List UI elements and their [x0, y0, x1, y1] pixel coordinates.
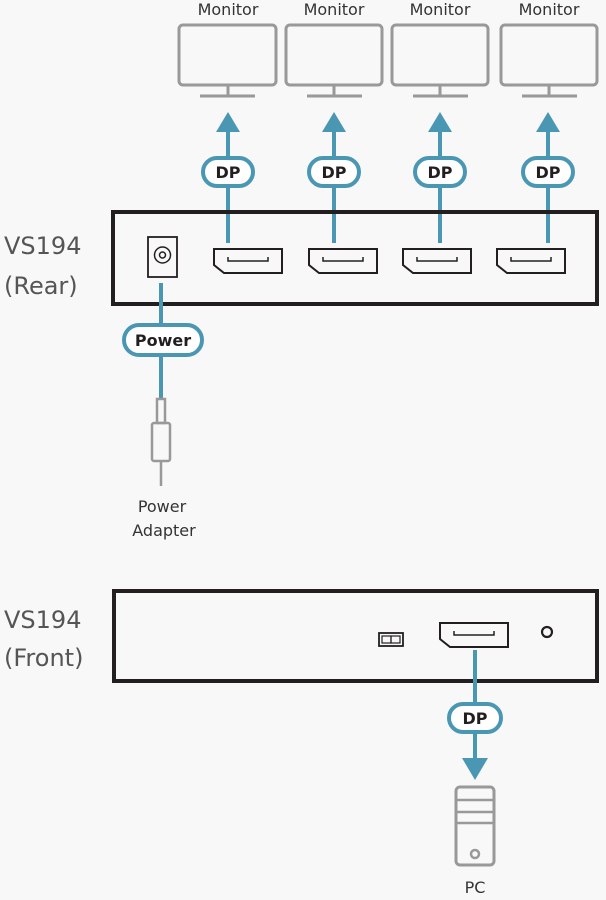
power-adapter-label: Power	[138, 497, 187, 516]
monitor-1: Monitor	[177, 0, 278, 98]
rear-unit-side: (Rear)	[4, 272, 78, 300]
displayport-out-icon	[308, 248, 378, 274]
monitor-2: Monitor	[284, 0, 384, 98]
power-badge	[122, 323, 204, 357]
dp-badge-label: DP	[462, 709, 487, 728]
monitor-label: Monitor	[519, 0, 580, 19]
monitor-4: Monitor	[499, 0, 599, 98]
rear-unit-title: VS194 (Rear)	[4, 232, 81, 300]
power-cable: Power Power Adapter	[122, 283, 204, 540]
front-unit-side: (Front)	[4, 644, 83, 672]
dp-badge-label: DP	[215, 163, 240, 182]
arrow-up-icon	[428, 112, 452, 132]
rear-unit-panel	[111, 210, 599, 306]
arrow-up-icon	[322, 112, 346, 132]
led-indicator-icon	[540, 625, 554, 639]
monitor-icon	[177, 23, 278, 98]
front-unit-title: VS194 (Front)	[4, 606, 83, 672]
displayport-in-icon	[439, 622, 509, 648]
power-badge-label: Power	[135, 331, 191, 350]
dp-cable-1: DP	[201, 112, 255, 243]
dp-cable-4: DP	[521, 112, 575, 243]
arrow-down-icon	[462, 758, 488, 780]
monitor-icon	[499, 23, 599, 98]
dp-cable-3: DP	[413, 112, 467, 243]
dp-badge-label: DP	[427, 163, 452, 182]
front-unit-panel	[112, 589, 599, 683]
dp-cable-2: DP	[307, 112, 361, 243]
monitor-icon	[284, 23, 384, 98]
arrow-up-icon	[536, 112, 560, 132]
monitor-label: Monitor	[198, 0, 259, 19]
dp-badge	[307, 156, 361, 188]
power-adapter-icon	[150, 397, 172, 486]
power-adapter-label: Adapter	[132, 521, 196, 540]
dp-badge-label: DP	[321, 163, 346, 182]
front-unit-model: VS194	[4, 606, 81, 634]
pc-label: PC	[465, 878, 486, 897]
power-jack-icon	[147, 236, 178, 278]
arrow-up-icon	[216, 112, 240, 132]
monitor-3: Monitor	[390, 0, 490, 98]
switch-icon	[378, 632, 404, 647]
dp-badge-label: DP	[535, 163, 560, 182]
pc-tower-icon	[454, 785, 496, 867]
dp-badge	[201, 156, 255, 188]
rear-unit-model: VS194	[4, 232, 81, 260]
dp-badge	[521, 156, 575, 188]
pc-dp-cable: DP	[447, 650, 503, 780]
dp-badge	[413, 156, 467, 188]
displayport-out-icon	[402, 248, 472, 274]
monitor-label: Monitor	[304, 0, 365, 19]
displayport-out-icon	[213, 248, 283, 274]
monitor-label: Monitor	[410, 0, 471, 19]
dp-badge	[447, 702, 503, 734]
monitor-icon	[390, 23, 490, 98]
displayport-out-icon	[496, 248, 566, 274]
